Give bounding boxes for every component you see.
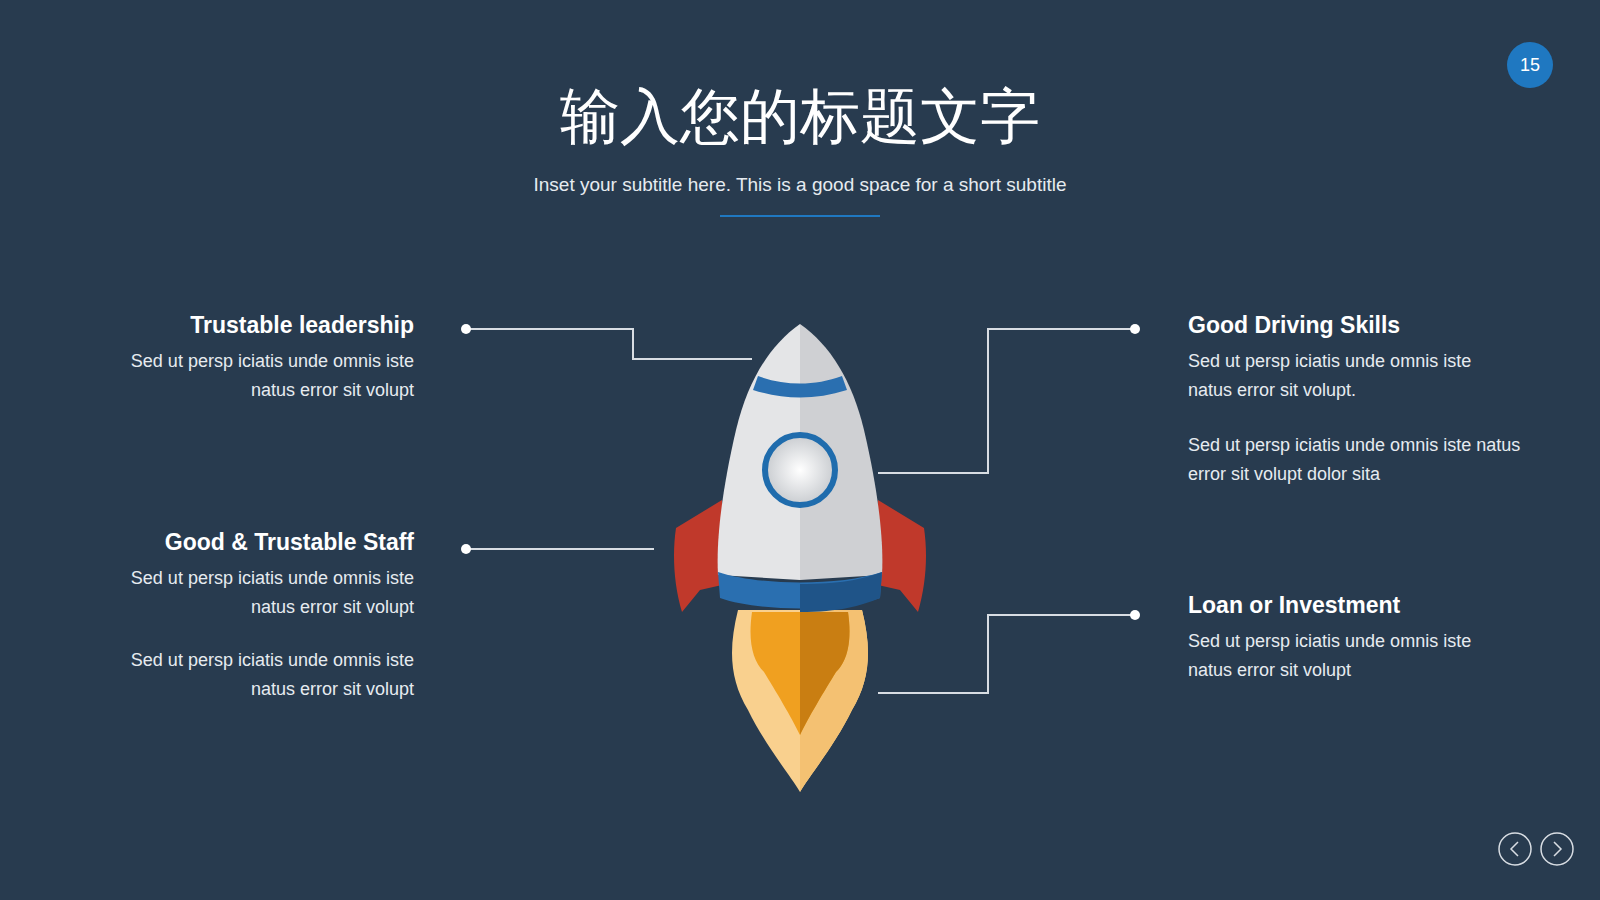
callout-body: Sed ut persp iciatis unde omnis iste nat… (1188, 431, 1528, 489)
page-number-badge: 15 (1507, 42, 1553, 88)
slide-title: 输入您的标题文字 (0, 78, 1600, 154)
subtitle: Inset your subtitle here. This is a good… (400, 170, 1200, 199)
page-number: 15 (1520, 55, 1540, 76)
callout-heading: Loan or Investment (1188, 590, 1518, 620)
rocket-body (718, 324, 883, 612)
callout-heading: Good & Trustable Staff (114, 527, 414, 557)
callout-body: Sed ut persp iciatis unde omnis iste nat… (114, 564, 414, 622)
callout-body: Sed ut persp iciatis unde omnis iste nat… (1188, 627, 1488, 685)
leader-dots (461, 324, 1140, 620)
title-underline (720, 215, 880, 217)
callout-body: Sed ut persp iciatis unde omnis iste nat… (1188, 347, 1488, 405)
callout-heading: Good Driving Skills (1188, 310, 1518, 340)
nav-buttons (1499, 833, 1573, 865)
callout-body: Sed ut persp iciatis unde omnis iste nat… (114, 646, 414, 704)
rocket-flame (732, 610, 868, 792)
callout-body: Sed ut persp iciatis unde omnis iste nat… (114, 347, 414, 405)
callout-heading: Trustable leadership (114, 310, 414, 340)
